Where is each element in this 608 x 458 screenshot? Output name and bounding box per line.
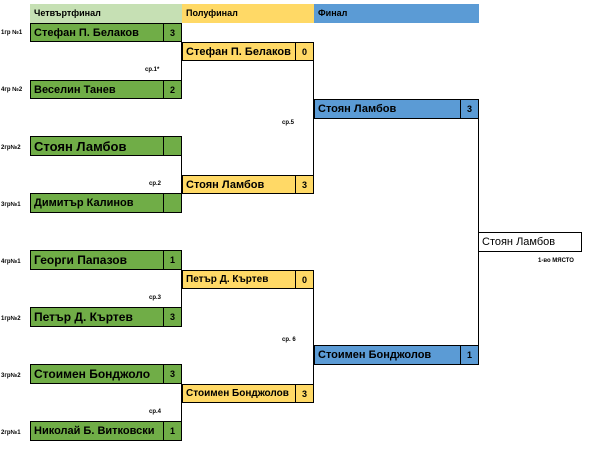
match-label: ср.1* (145, 67, 160, 73)
player-name: Георги Папазов (34, 253, 127, 267)
match-label: ср.3 (149, 295, 162, 301)
winner-place-label: 1-во МЯСТО (538, 258, 574, 264)
player-score: 3 (163, 365, 181, 383)
player-score: 3 (163, 308, 181, 326)
seed-label: 4гр№1 (1, 259, 21, 265)
player-name: Веселин Танев (34, 83, 116, 96)
sf-slot[interactable]: Стефан П. Белаков 0 (182, 42, 314, 61)
player-score: 1 (163, 251, 181, 269)
qf-slot[interactable]: Димитър Калинов (30, 193, 182, 213)
player-score: 3 (460, 100, 478, 118)
final-slot[interactable]: Стоимен Бонджолов 1 (314, 345, 479, 365)
qf-slot[interactable]: Стефан П. Белаков 3 (30, 23, 182, 42)
player-name: Стоян Ламбов (34, 138, 127, 154)
header-final: Финал (314, 4, 479, 23)
qf-slot[interactable]: Стоимен Бонджоло 3 (30, 364, 182, 384)
bracket-line (313, 280, 314, 394)
player-name: Стоян Ламбов (318, 103, 397, 115)
player-name: Димитър Калинов (34, 197, 134, 209)
player-score: 3 (295, 176, 313, 193)
player-name: Стефан П. Белаков (186, 45, 291, 58)
player-name: Стоимен Бонджолов (318, 349, 432, 361)
bracket-line (181, 146, 182, 203)
qf-slot[interactable]: Веселин Танев 2 (30, 80, 182, 99)
winner-slot[interactable]: Стоян Ламбов (478, 232, 582, 252)
player-name: Стоимен Бонджоло (34, 367, 151, 381)
qf-slot[interactable]: Стоян Ламбов (30, 136, 182, 156)
player-score: 3 (295, 385, 313, 402)
sf-slot[interactable]: Стоян Ламбов 3 (182, 175, 314, 194)
match-label: ср. 6 (282, 337, 296, 343)
seed-label: 2гр№1 (1, 430, 21, 436)
match-label: ср.5 (282, 120, 295, 126)
player-score: 1 (460, 346, 478, 364)
sf-slot[interactable]: Петър Д. Къртев 0 (182, 270, 314, 289)
player-score: 2 (163, 81, 181, 98)
qf-slot[interactable]: Николай Б. Витковски 1 (30, 421, 182, 441)
match-label: ср.4 (149, 409, 162, 415)
sf-slot[interactable]: Стоимен Бонджолов 3 (182, 384, 314, 403)
seed-label: 2гр№2 (1, 145, 21, 151)
bracket-line (181, 374, 182, 431)
header-quarterfinal: Четвъртфинал (30, 4, 182, 23)
player-name: Стоимен Бонджолов (186, 388, 289, 399)
player-score: 1 (163, 422, 181, 440)
seed-label: 1гр№2 (1, 316, 21, 322)
player-name: Стоян Ламбов (186, 178, 265, 191)
player-score (163, 194, 181, 212)
seed-label: 3гр№2 (1, 373, 21, 379)
seed-label: 4гр №2 (1, 87, 23, 93)
winner-name: Стоян Ламбов (482, 236, 556, 248)
qf-slot[interactable]: Георги Папазов 1 (30, 250, 182, 270)
player-score: 3 (163, 24, 181, 41)
qf-slot[interactable]: Петър Д. Къртев 3 (30, 307, 182, 327)
bracket-line (181, 260, 182, 317)
player-score: 0 (295, 271, 313, 288)
seed-label: 1гр №1 (1, 30, 23, 36)
bracket-line (181, 33, 182, 90)
player-score: 0 (295, 43, 313, 60)
bracket-line (313, 52, 314, 185)
header-semifinal: Полуфинал (182, 4, 314, 23)
player-name: Николай Б. Витковски (34, 425, 155, 437)
player-score (163, 137, 181, 155)
player-name: Петър Д. Къртев (186, 274, 269, 285)
player-name: Петър Д. Къртев (34, 310, 133, 324)
seed-label: 3гр№1 (1, 202, 21, 208)
final-slot[interactable]: Стоян Ламбов 3 (314, 99, 479, 119)
player-name: Стефан П. Белаков (34, 26, 139, 39)
match-label: ср.2 (149, 181, 162, 187)
